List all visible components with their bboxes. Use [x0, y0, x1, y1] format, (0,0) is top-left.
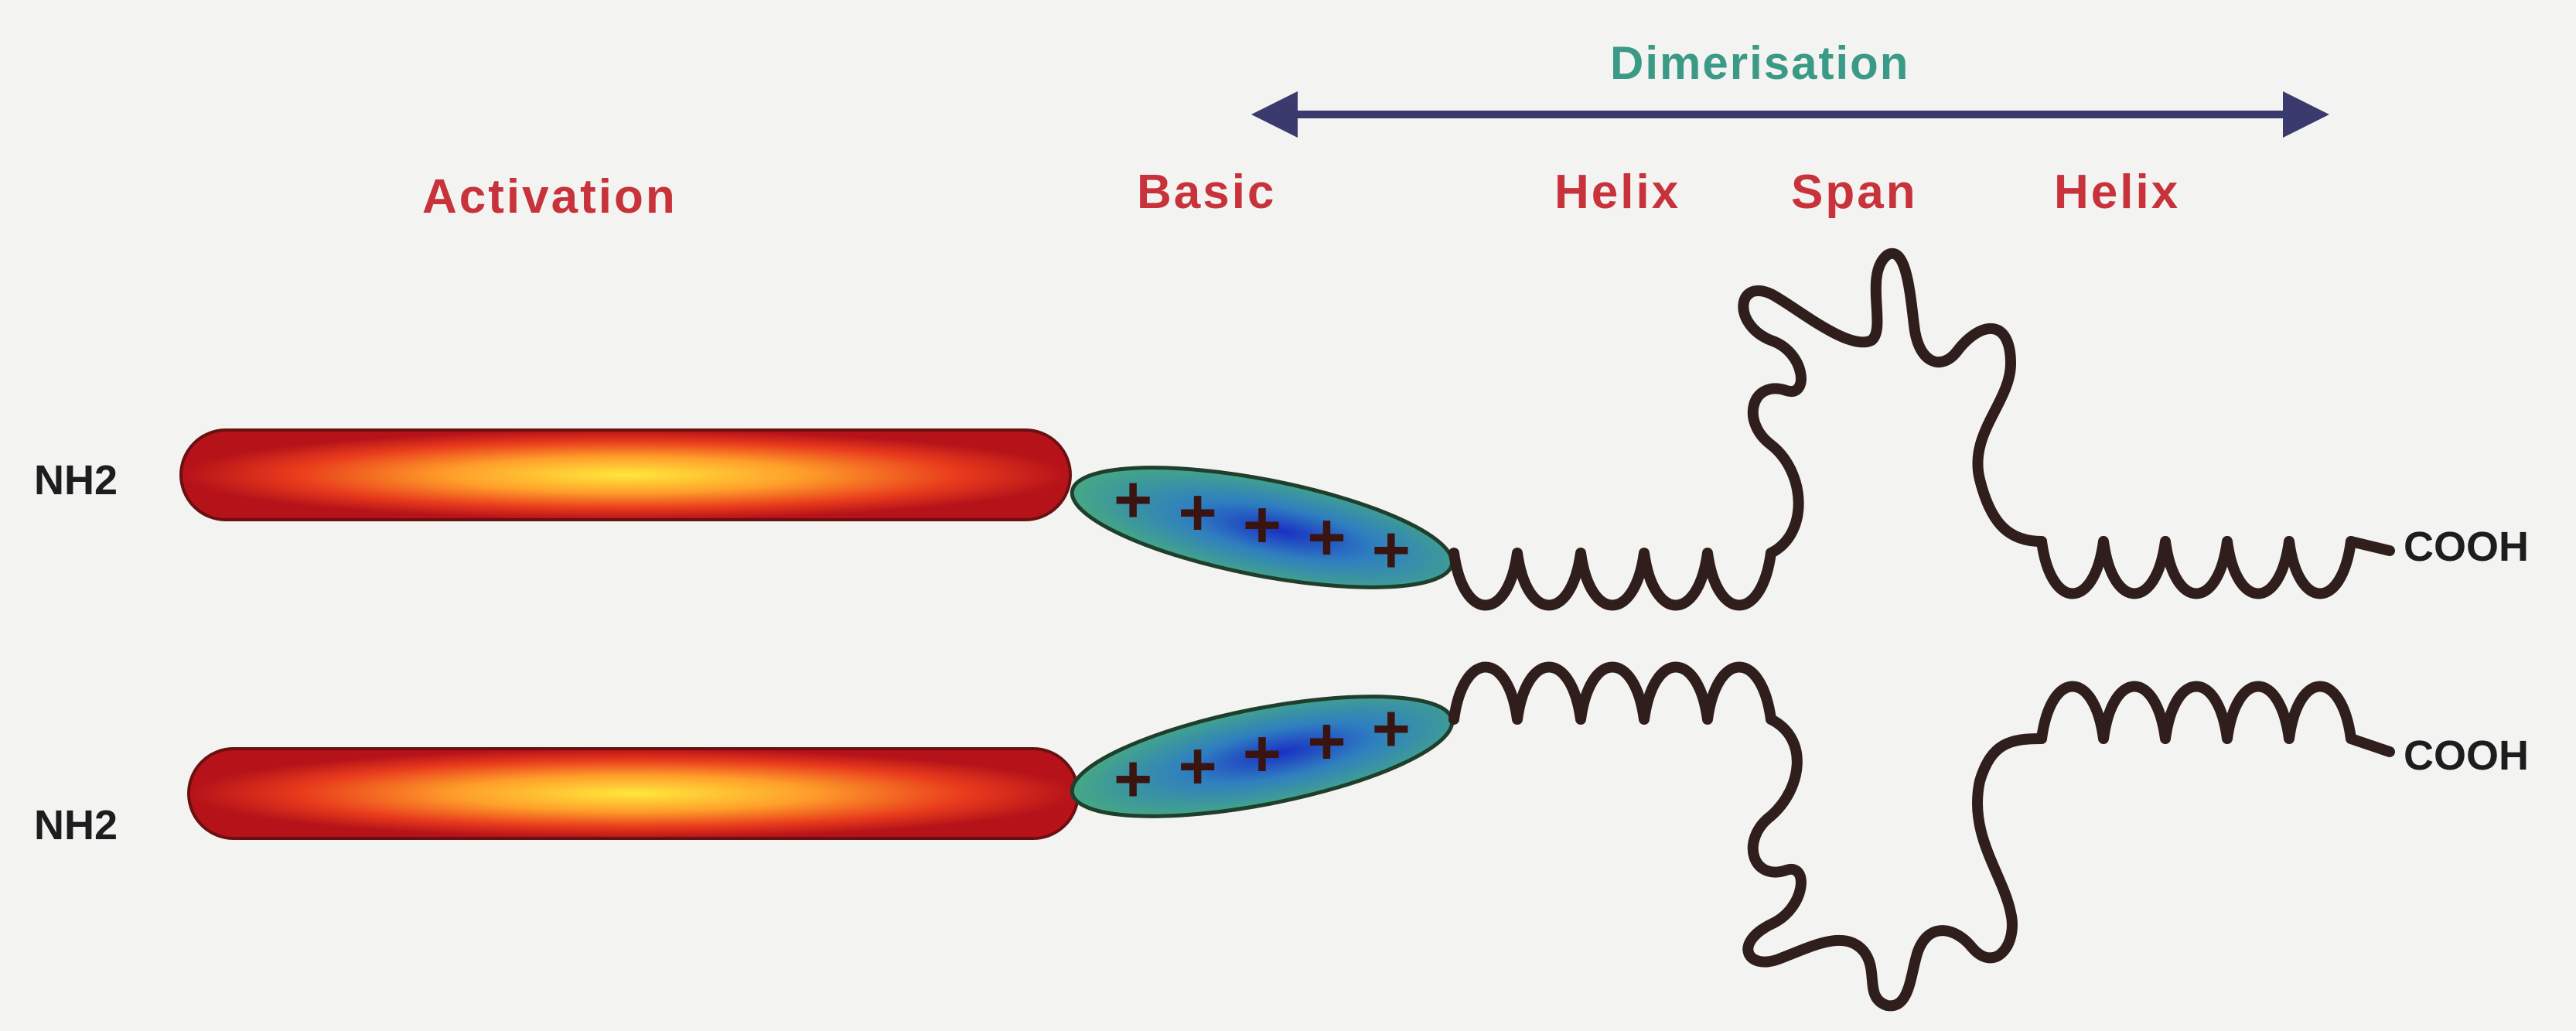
helix-right-top: [2042, 541, 2351, 594]
cooh-top-tail: [2351, 541, 2390, 551]
nh2-bottom-label: NH2: [34, 804, 118, 846]
helix-coils: [1454, 541, 2390, 752]
basic-top-plus-5: +: [1372, 513, 1411, 587]
helix-left-label: Helix: [1554, 169, 1680, 217]
basic-bottom-plus-5: +: [1372, 692, 1411, 766]
span-loop: [1743, 254, 2042, 553]
basic-bottom-plus-2: +: [1178, 729, 1216, 804]
helix-right-bottom: [2042, 687, 2351, 739]
dimerisation-label: Dimerisation: [1610, 40, 1909, 87]
basic-bottom-plus-3: +: [1243, 717, 1281, 791]
span-label: Span: [1791, 169, 1918, 217]
nh2-top-label: NH2: [34, 459, 118, 501]
activation-domain-bottom: [189, 749, 1078, 838]
span-loop-lower: [1748, 719, 2042, 1005]
cooh-bottom-tail: [2351, 739, 2390, 752]
cooh-bottom-label: COOH: [2404, 735, 2529, 777]
helix-left-top: [1454, 553, 1771, 606]
basic-top-plus-4: +: [1307, 500, 1346, 575]
basic-top-plus-1: +: [1114, 463, 1152, 538]
activation-label: Activation: [422, 173, 677, 221]
helix-right-label: Helix: [2054, 169, 2180, 217]
basic-bottom-plus-1: +: [1114, 742, 1152, 816]
basic-bottom-plus-4: +: [1307, 705, 1346, 779]
helix-left-bottom: [1454, 667, 1771, 720]
basic-top-plus-3: +: [1243, 488, 1281, 562]
activation-domain-top: [181, 430, 1070, 520]
basic-label: Basic: [1137, 169, 1276, 217]
cooh-top-label: COOH: [2404, 526, 2529, 568]
basic-top-plus-2: +: [1178, 476, 1216, 550]
